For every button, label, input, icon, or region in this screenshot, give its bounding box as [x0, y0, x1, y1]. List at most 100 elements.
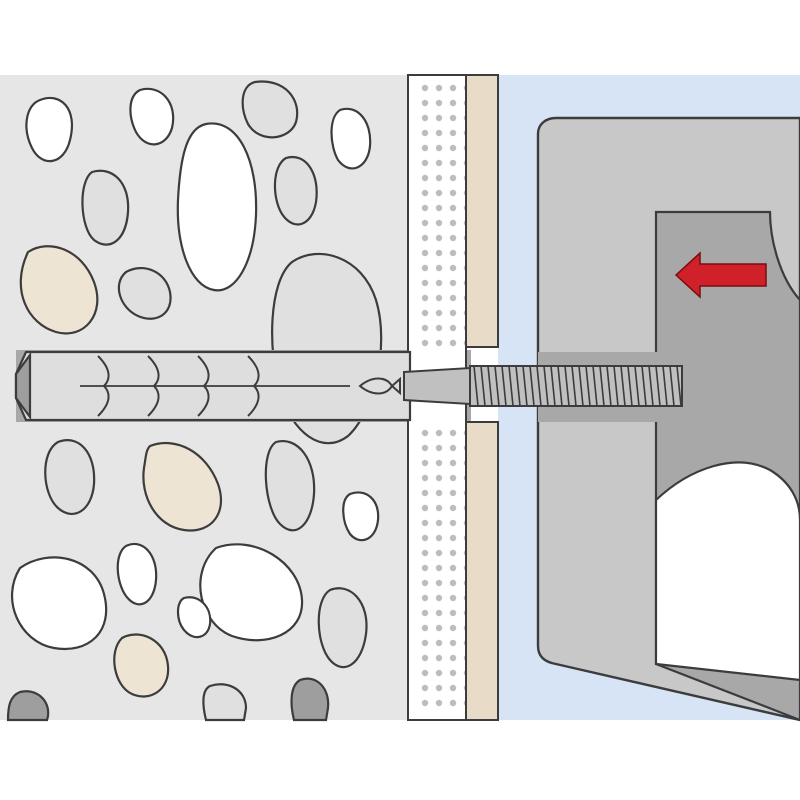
plug-tip	[14, 351, 32, 421]
plaster-dot	[435, 174, 443, 182]
plaster-dot	[421, 114, 429, 122]
pebble	[19, 245, 99, 335]
plaster-dot	[435, 459, 443, 467]
plaster-dot	[435, 504, 443, 512]
pebble	[116, 542, 158, 606]
plaster-dot	[449, 489, 457, 497]
pebble	[342, 491, 380, 542]
wall-plug	[14, 350, 412, 422]
plaster-dot	[435, 444, 443, 452]
plaster-dot	[449, 579, 457, 587]
plaster-dot	[449, 84, 457, 92]
plaster-dot	[449, 189, 457, 197]
thread-line	[550, 365, 556, 407]
thread-line	[508, 365, 514, 407]
thread-line	[536, 365, 542, 407]
plaster-dot	[421, 609, 429, 617]
plaster-dot	[421, 594, 429, 602]
plaster-dot	[449, 549, 457, 557]
thread-line	[592, 365, 598, 407]
thread-line	[648, 365, 654, 407]
plaster-dot	[435, 594, 443, 602]
plaster-dot	[421, 489, 429, 497]
plaster-dot	[449, 114, 457, 122]
pebble	[142, 441, 223, 532]
plaster-dot	[435, 249, 443, 257]
thread-line	[676, 365, 682, 407]
thread-line	[529, 365, 535, 407]
thread-line	[480, 365, 486, 407]
plaster-dot	[435, 519, 443, 527]
thread-line	[494, 365, 500, 407]
plaster-dot	[449, 99, 457, 107]
plaster-dot	[421, 189, 429, 197]
pebble	[290, 677, 330, 722]
fixture-clearance-hole	[654, 461, 800, 682]
plaster-dot	[449, 669, 457, 677]
plaster-dot	[449, 684, 457, 692]
plaster-dot	[449, 294, 457, 302]
plaster-dot	[435, 144, 443, 152]
pebble	[81, 169, 130, 246]
plaster-dot	[421, 324, 429, 332]
pebble	[317, 587, 368, 669]
thread-line	[620, 365, 626, 407]
plaster-dot	[421, 549, 429, 557]
plaster-dot	[449, 624, 457, 632]
pebble	[264, 439, 316, 532]
plaster-dot	[449, 309, 457, 317]
plaster-dot	[421, 534, 429, 542]
plaster-dot	[449, 339, 457, 347]
thread-line	[543, 365, 549, 407]
pebble	[117, 267, 172, 320]
plaster-dot	[435, 474, 443, 482]
plaster-dot	[449, 324, 457, 332]
thread-line	[585, 365, 591, 407]
thread-line	[557, 365, 563, 407]
plaster-dot	[449, 534, 457, 542]
pebble	[176, 122, 258, 292]
plaster-dot	[435, 204, 443, 212]
plaster-dot	[449, 564, 457, 572]
thread-line	[599, 365, 605, 407]
fish-logo-icon	[358, 376, 401, 396]
plaster-dot	[421, 474, 429, 482]
plaster-dot	[435, 684, 443, 692]
pebble	[113, 633, 170, 698]
plug-wings	[97, 355, 260, 417]
plaster-dot	[421, 564, 429, 572]
plaster-dot	[449, 639, 457, 647]
plaster-dot	[421, 339, 429, 347]
pebble	[241, 80, 299, 139]
plaster-dot	[435, 624, 443, 632]
plaster-dot	[449, 144, 457, 152]
plaster-dot	[435, 324, 443, 332]
screw-shank	[403, 366, 471, 406]
plaster-dot	[421, 639, 429, 647]
screw	[403, 365, 683, 407]
plaster-dot	[449, 594, 457, 602]
plaster-dot	[435, 294, 443, 302]
plaster-dot	[449, 654, 457, 662]
plaster-dot	[435, 189, 443, 197]
thread-line	[564, 365, 570, 407]
plaster-dot	[435, 639, 443, 647]
plaster-dot	[421, 159, 429, 167]
plaster-dot	[421, 234, 429, 242]
plaster-dot	[435, 609, 443, 617]
plaster-dot	[421, 684, 429, 692]
plaster-dot	[421, 99, 429, 107]
plaster-dot	[435, 219, 443, 227]
thread-line	[501, 365, 507, 407]
plaster-dot	[435, 159, 443, 167]
thread-line	[613, 365, 619, 407]
pebble	[202, 683, 248, 722]
plaster-dot	[449, 174, 457, 182]
pebble	[273, 155, 318, 226]
plaster-dot	[421, 669, 429, 677]
thread-line	[662, 365, 668, 407]
plaster-dot	[449, 429, 457, 437]
thread-line	[655, 365, 661, 407]
